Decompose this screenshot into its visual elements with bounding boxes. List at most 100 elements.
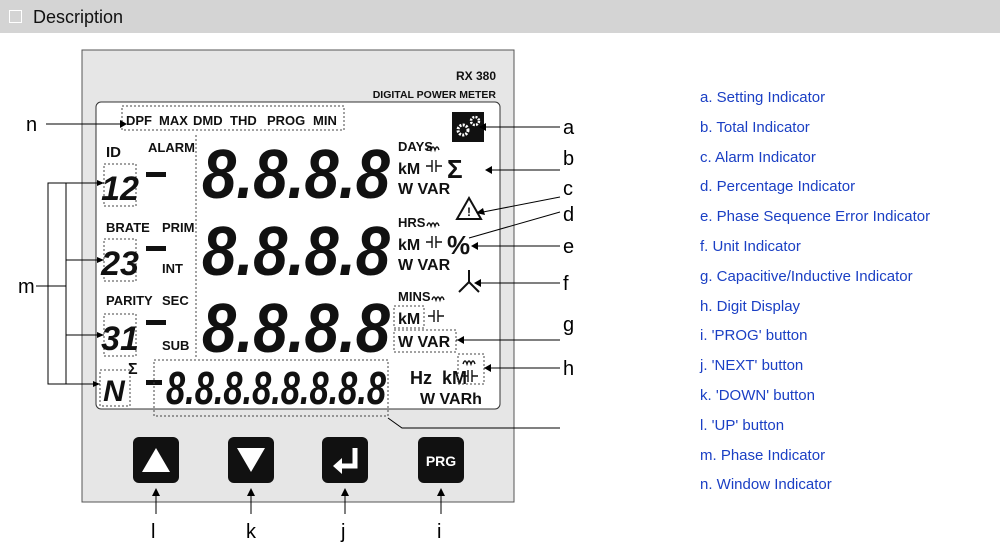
leader-lines <box>36 123 561 514</box>
main-display-2: 8.8.8.8 <box>202 212 390 290</box>
section-title: Description <box>33 7 124 27</box>
checkbox-icon <box>9 10 22 23</box>
window-label-thd: THD <box>230 113 257 128</box>
window-label-prog: PROG <box>267 113 305 128</box>
model-label: RX 380 <box>456 69 496 83</box>
hrs-label: HRS <box>398 215 426 230</box>
demand-wave-icon-2 <box>426 222 440 229</box>
mins-label: MINS <box>398 289 431 304</box>
sec-label: SEC <box>162 293 189 308</box>
phase-box-n <box>99 369 131 407</box>
phase-digit-2: 23 <box>100 245 139 283</box>
parity-label: PARITY <box>106 293 153 308</box>
callout-k: k <box>246 521 257 543</box>
brate-label: BRATE <box>106 220 150 235</box>
legend-item: b. Total Indicator <box>700 118 810 136</box>
window-label-dpf: DPF <box>126 113 152 128</box>
callout-i: i <box>437 521 441 543</box>
legend-item: a. Setting Indicator <box>700 89 826 106</box>
callout-f: f <box>563 273 569 295</box>
callout-l: l <box>151 521 155 543</box>
km-label-2: kM <box>398 237 420 254</box>
lcd-screen <box>95 101 501 410</box>
enter-arrow-icon <box>340 448 358 469</box>
percent-indicator: % <box>447 230 470 260</box>
legend-item: d. Percentage Indicator <box>700 178 856 196</box>
section-header: Description <box>0 0 1000 33</box>
warning-triangle-icon <box>455 195 483 220</box>
demand-wave-icon-3 <box>431 296 445 303</box>
leader-c <box>482 196 561 213</box>
km-label-3: kM <box>398 311 420 328</box>
legend-item: l. 'UP' button <box>700 416 785 434</box>
legend-item: g. Capacitive/Inductive Indicator <box>700 267 913 285</box>
days-label: DAYS <box>398 139 433 154</box>
wvarh-label: W VARh <box>420 391 482 408</box>
wvar-label-2: W VAR <box>398 257 451 274</box>
legend-item: e. Phase Sequence Error Indicator <box>700 208 931 226</box>
phase-box-3 <box>103 313 137 357</box>
enter-arrowhead-icon <box>333 458 342 474</box>
wvar-label-1: W VAR <box>398 181 451 198</box>
callout-m: m <box>18 276 35 298</box>
phase-sequence-icon <box>458 270 480 293</box>
prog-button[interactable] <box>418 437 464 483</box>
km-label-1: kM <box>398 161 420 178</box>
gear-icon <box>456 115 481 137</box>
callout-j: j <box>340 521 345 543</box>
callout-e: e <box>563 236 574 258</box>
unit-box-km <box>393 305 425 329</box>
minus-sign-2 <box>146 246 166 251</box>
window-label-min: MIN <box>313 113 337 128</box>
up-arrow-icon <box>142 448 170 472</box>
km-label-4: kM <box>442 368 467 388</box>
legend-item: j. 'NEXT' button <box>700 357 804 375</box>
digit-display: 8.8.8.8.8.8.8.8 <box>166 362 386 414</box>
warning-sign: ! <box>467 205 471 219</box>
legend-item: c. Alarm Indicator <box>700 148 816 166</box>
capacitor-icon-1 <box>426 160 442 172</box>
leader-h <box>387 417 560 429</box>
window-labels: DPF MAX DMD THD PROG MIN <box>126 113 337 128</box>
prim-label: PRIM <box>162 220 195 235</box>
callout-h: h <box>563 358 574 380</box>
callout-d: d <box>563 204 574 226</box>
digit-display-box <box>153 359 389 417</box>
minus-sign-1 <box>146 172 166 177</box>
phase-box-1 <box>103 163 137 207</box>
hz-label: Hz <box>410 368 432 388</box>
callout-g: g <box>563 314 574 336</box>
wvar-label-3: W VAR <box>398 334 451 351</box>
down-arrow-icon <box>237 448 265 472</box>
phase-digit-n: N <box>103 375 126 408</box>
minus-sign-3 <box>146 320 166 325</box>
leader-d <box>468 211 561 239</box>
legend-item: f. Unit Indicator <box>700 237 801 255</box>
callout-c: c <box>563 178 573 200</box>
window-label-dmd: DMD <box>193 113 223 128</box>
legend-item: k. 'DOWN' button <box>700 386 815 404</box>
prg-label: PRG <box>426 453 456 469</box>
phase-digit-1: 12 <box>101 170 139 208</box>
cap-ind-icon <box>462 360 478 382</box>
int-label: INT <box>162 261 183 276</box>
sigma-icon: Σ <box>447 154 463 184</box>
window-label-max: MAX <box>159 113 188 128</box>
window-indicator-box <box>121 105 345 131</box>
sigma-small-icon: Σ <box>128 361 138 378</box>
capacitor-icon-3 <box>428 310 444 322</box>
demand-wave-icon <box>426 146 440 153</box>
callout-a: a <box>563 117 575 139</box>
id-label: ID <box>106 144 121 161</box>
next-button[interactable] <box>322 437 368 483</box>
alarm-label: ALARM <box>148 140 195 155</box>
sub-label: SUB <box>162 338 189 353</box>
main-display-3: 8.8.8.8 <box>202 289 390 367</box>
legend-item: i. 'PROG' button <box>700 327 808 345</box>
leader-arrowheads <box>93 120 492 496</box>
main-display-1: 8.8.8.8 <box>202 135 390 213</box>
legend-item: m. Phase Indicator <box>700 446 826 464</box>
callout-n: n <box>26 114 37 136</box>
legend-item: h. Digit Display <box>700 297 801 315</box>
